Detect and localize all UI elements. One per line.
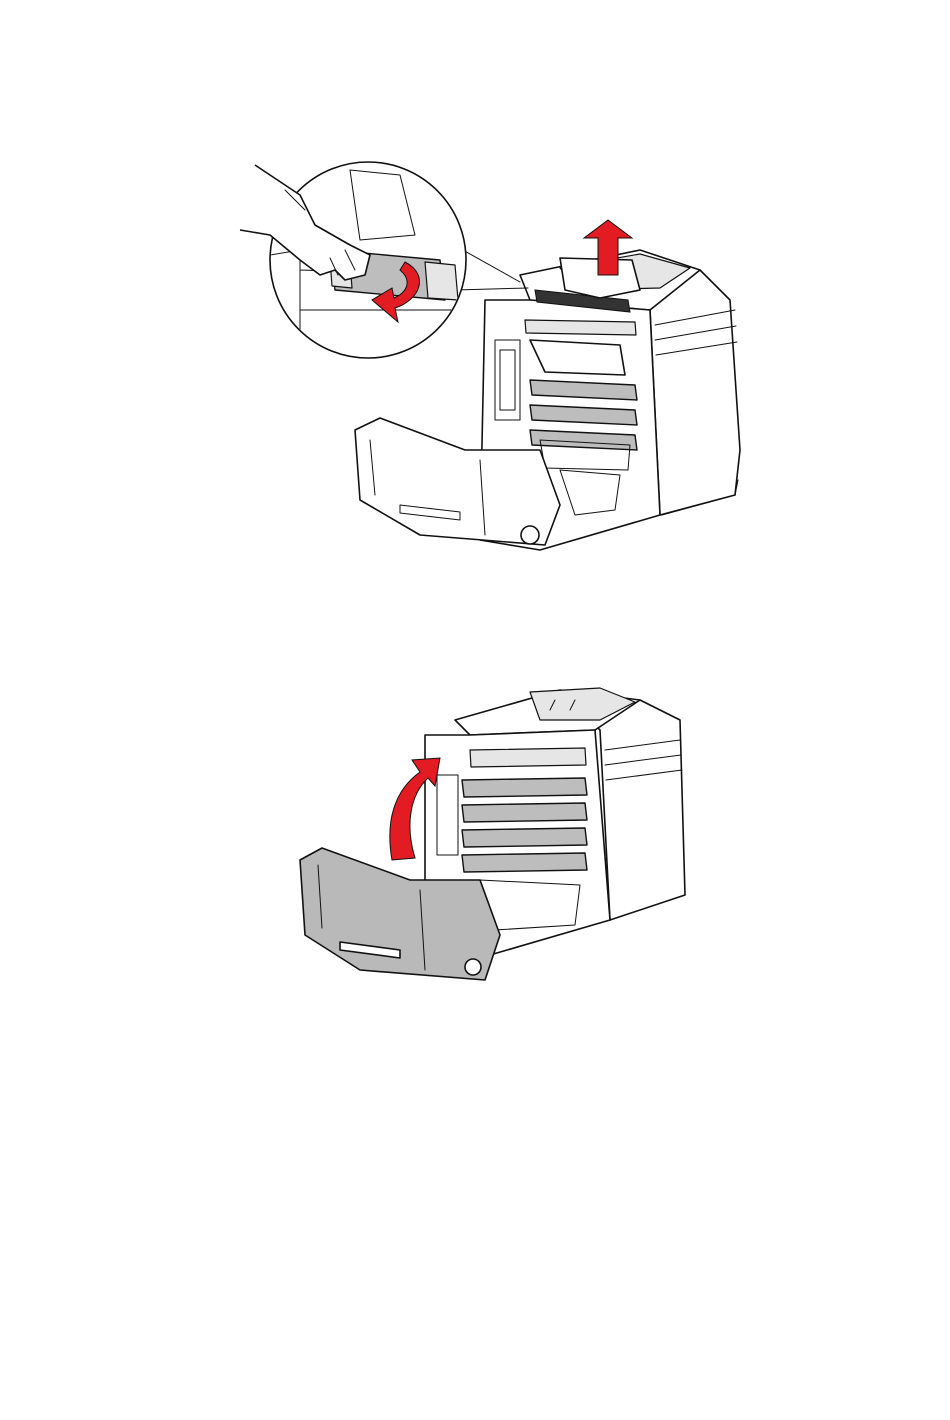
illustration-close-front-cover — [0, 680, 950, 990]
printer-close-cover-illustration — [0, 680, 950, 990]
printer-jam-illustration — [0, 150, 950, 560]
illustration-remove-jammed-paper — [0, 150, 950, 560]
